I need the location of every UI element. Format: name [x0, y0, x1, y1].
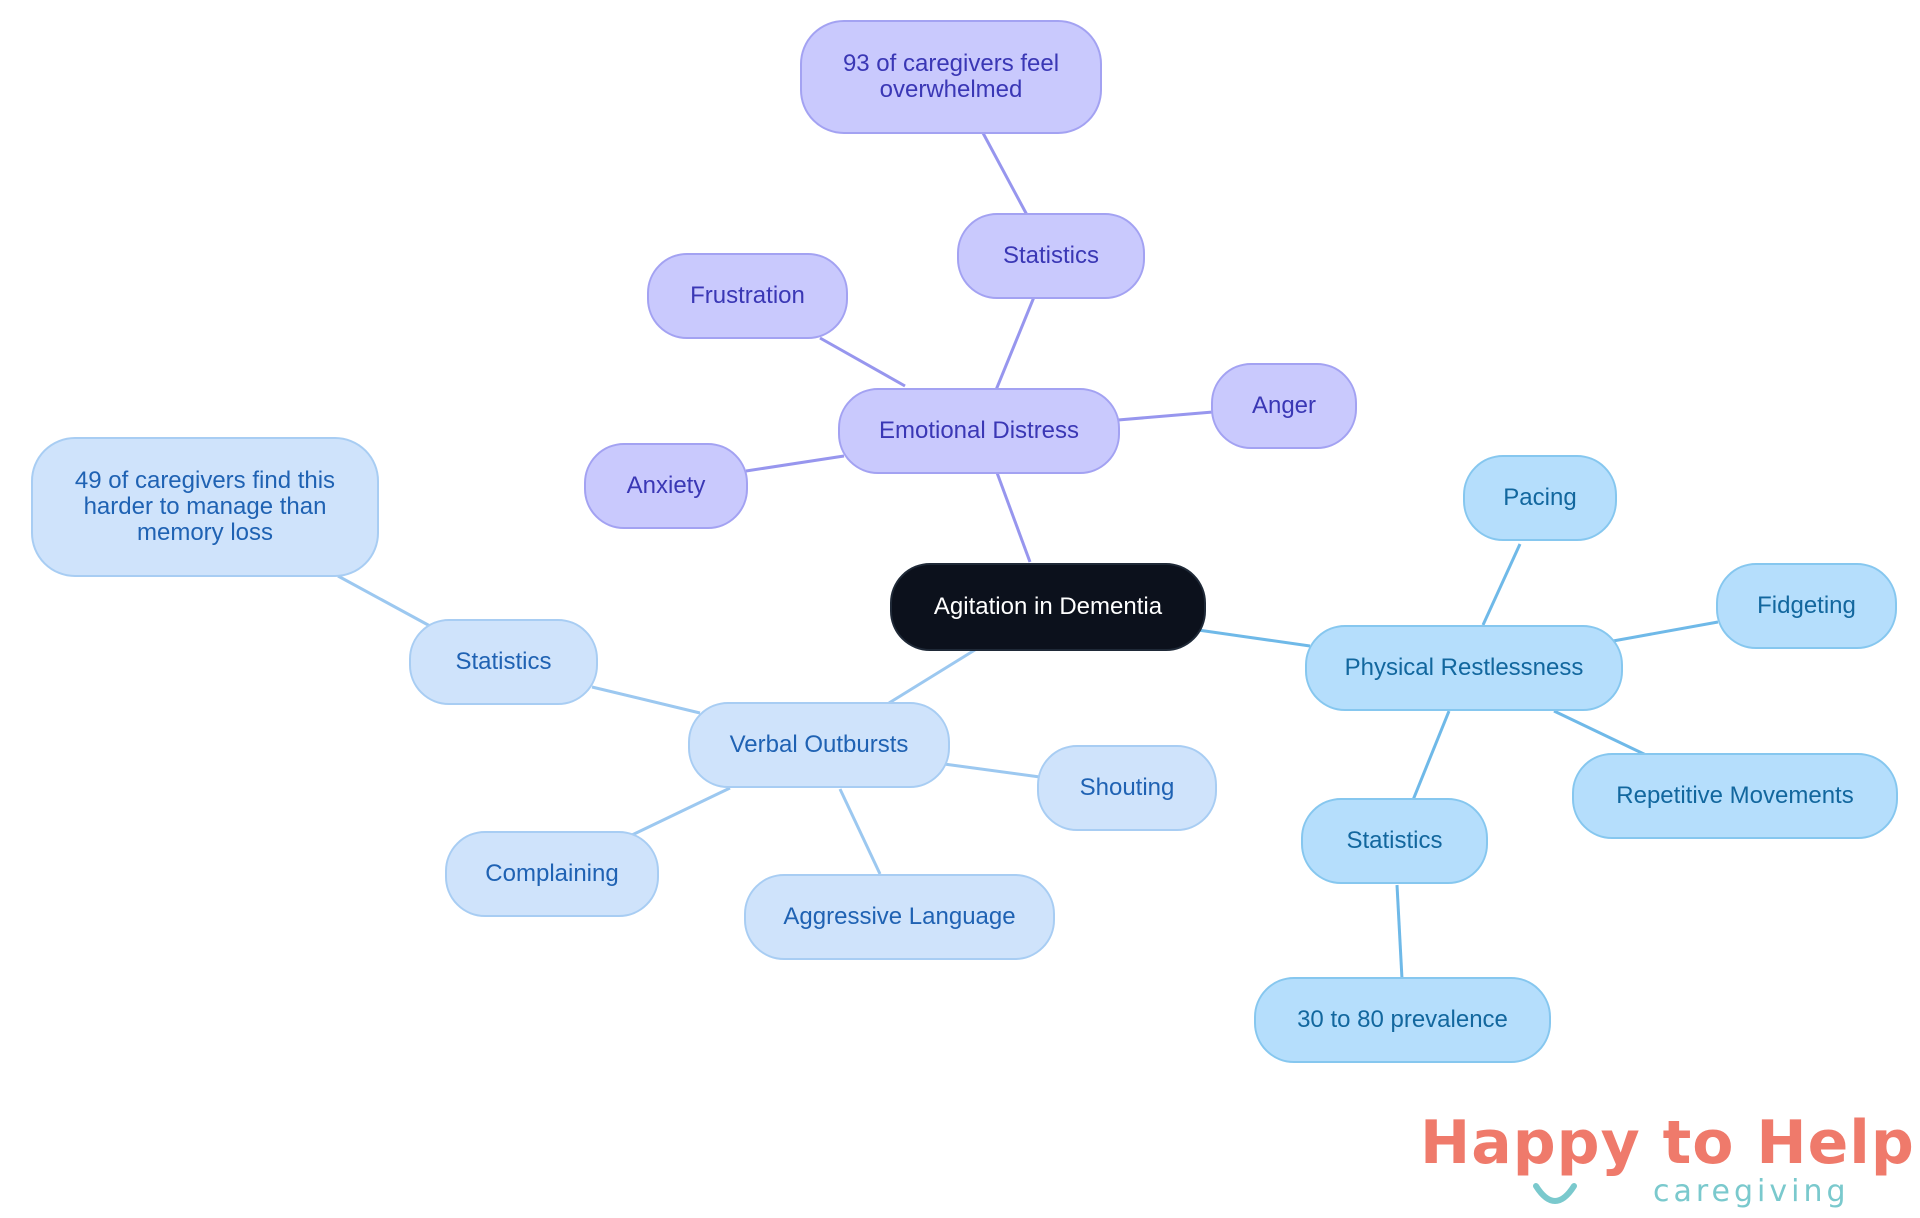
physical-restlessness-node[interactable]: Physical Restlessness: [1305, 625, 1623, 711]
edge-emotional-anger: [1117, 410, 1214, 422]
emotional-statistics-node[interactable]: Statistics: [957, 213, 1145, 299]
edge-emotional-anxiety: [745, 454, 845, 473]
edge-root-emotional: [994, 469, 1032, 563]
edge-verbal-aggressive: [838, 788, 882, 875]
physical-statistic-detail-label: 30 to 80 prevalence: [1297, 1006, 1508, 1033]
aggressive-language-node[interactable]: Aggressive Language: [744, 874, 1055, 960]
fidgeting-node[interactable]: Fidgeting: [1716, 563, 1897, 649]
logo-subtitle: caregiving: [1653, 1174, 1850, 1209]
edge-verbal-shouting: [943, 762, 1041, 779]
complaining-label: Complaining: [485, 860, 619, 887]
physical-statistic-detail-node[interactable]: 30 to 80 prevalence: [1254, 977, 1551, 1063]
edge-emotional-statistics: [994, 296, 1036, 391]
root-node[interactable]: Agitation in Dementia: [890, 563, 1206, 651]
edge-physical-repetitive: [1553, 709, 1647, 757]
frustration-node[interactable]: Frustration: [647, 253, 848, 339]
smile-icon: [1533, 1183, 1577, 1204]
aggressive-language-label: Aggressive Language: [783, 903, 1016, 930]
root-node-label: Agitation in Dementia: [933, 593, 1163, 620]
shouting-label: Shouting: [1079, 774, 1175, 801]
repetitive-movements-label: Repetitive Movements: [1616, 782, 1854, 809]
edge-root-verbal: [888, 646, 979, 705]
verbal-statistic-detail-node[interactable]: 49 of caregivers find this harder to man…: [31, 437, 379, 577]
emotional-statistics-label: Statistics: [1002, 242, 1100, 269]
edge-verbal-complaining: [631, 786, 731, 837]
emotional-statistic-detail-label: 93 of caregivers feel overwhelmed: [842, 50, 1060, 103]
verbal-statistics-label: Statistics: [455, 648, 552, 675]
pacing-label: Pacing: [1503, 484, 1577, 511]
anxiety-label: Anxiety: [626, 472, 706, 499]
emotional-distress-node[interactable]: Emotional Distress: [838, 388, 1120, 474]
edge-physical-statistics: [1411, 710, 1451, 801]
anger-node[interactable]: Anger: [1211, 363, 1357, 449]
verbal-outbursts-label: Verbal Outbursts: [729, 731, 909, 758]
physical-statistics-label: Statistics: [1346, 827, 1443, 854]
emotional-statistic-detail-node[interactable]: 93 of caregivers feel overwhelmed: [800, 20, 1102, 134]
physical-statistics-node[interactable]: Statistics: [1301, 798, 1488, 884]
edge-verbal-statistics: [591, 685, 701, 715]
pacing-node[interactable]: Pacing: [1463, 455, 1617, 541]
verbal-statistics-node[interactable]: Statistics: [409, 619, 598, 705]
shouting-node[interactable]: Shouting: [1037, 745, 1217, 831]
logo-title: Happy to Help: [1420, 1108, 1915, 1178]
happy-to-help-logo: Happy to Help caregiving: [1420, 1108, 1914, 1218]
edge-root-physical: [1197, 628, 1311, 648]
complaining-node[interactable]: Complaining: [445, 831, 659, 917]
frustration-label: Frustration: [690, 282, 805, 309]
edge-physical-fidgeting: [1612, 620, 1719, 643]
edge-statistics-detail-verbal: [337, 574, 431, 628]
edge-emotional-frustration: [819, 336, 906, 388]
verbal-outbursts-node[interactable]: Verbal Outbursts: [688, 702, 950, 788]
repetitive-movements-node[interactable]: Repetitive Movements: [1572, 753, 1898, 839]
edge-statistics-detail-physical: [1395, 884, 1404, 980]
anger-label: Anger: [1251, 392, 1317, 419]
edge-statistics-detail: [981, 132, 1029, 216]
anxiety-node[interactable]: Anxiety: [584, 443, 748, 529]
fidgeting-label: Fidgeting: [1757, 592, 1856, 619]
edge-physical-pacing: [1481, 543, 1522, 626]
emotional-distress-label: Emotional Distress: [878, 417, 1080, 444]
physical-restlessness-label: Physical Restlessness: [1344, 654, 1584, 681]
verbal-statistic-detail-label: 49 of caregivers find this harder to man…: [74, 467, 336, 546]
